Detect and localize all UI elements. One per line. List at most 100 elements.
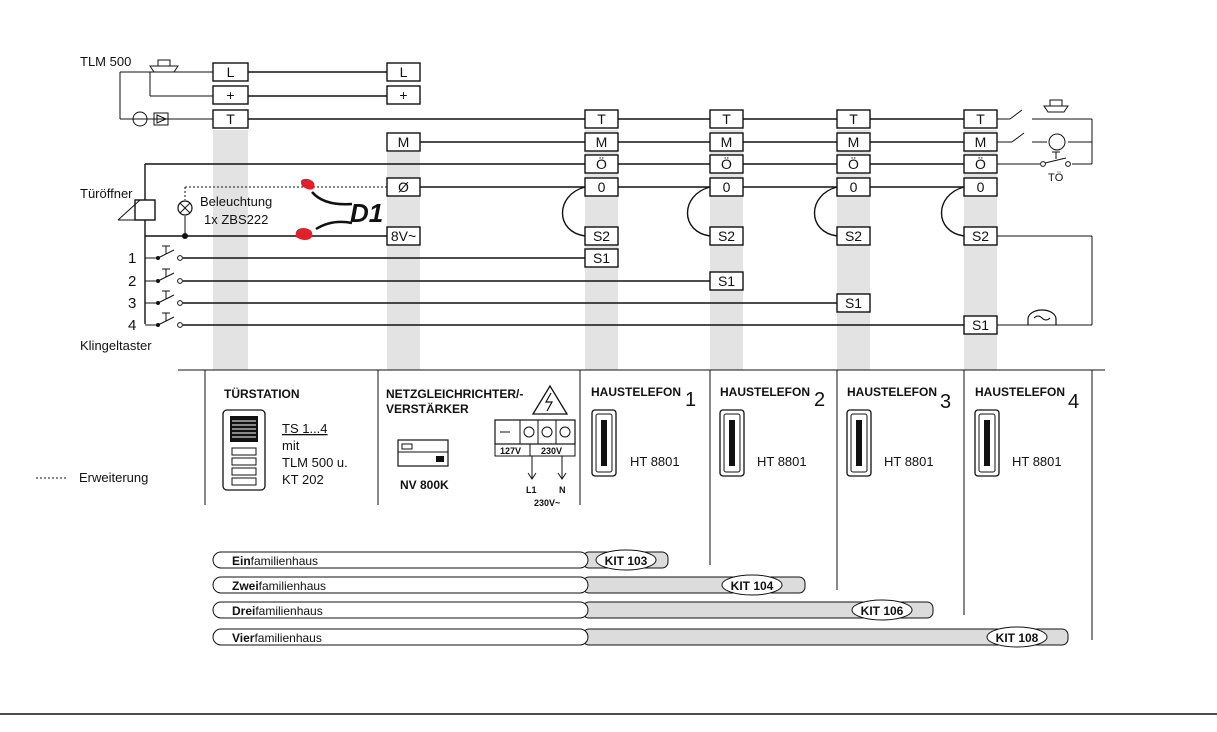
ht-number: 2	[814, 389, 825, 411]
ts-line4: KT 202	[282, 472, 324, 487]
ht-title: HAUSTELEFON	[720, 385, 810, 399]
kit-row-108: Vierfamilienhaus KIT 108	[212, 626, 1069, 648]
terminal-S2: S2	[845, 228, 862, 244]
button-number: 1	[128, 250, 136, 267]
haustelefon-4: HAUSTELEFON 4 HT 8801	[974, 385, 1079, 477]
kit-label: KIT 108	[996, 631, 1039, 645]
n-label: N	[559, 485, 566, 495]
tuerstation-terminals: L + T	[212, 62, 249, 129]
netz-terminals: L + M Ø 8V~	[386, 62, 421, 246]
handwritten-annotation: D1	[295, 178, 383, 240]
netz-panel: NETZGLEICHRICHTER/- VERSTÄRKER NV 800K 1…	[386, 384, 576, 508]
mains-label: 230V~	[534, 498, 560, 508]
tlm500-symbols	[132, 59, 179, 127]
kit-row-label: Vierfamilienhaus	[232, 631, 322, 645]
terminal-OE: Ö	[848, 155, 859, 172]
button-number: 3	[128, 295, 136, 312]
terminal-0: 0	[977, 179, 985, 195]
ht-number: 3	[940, 391, 951, 413]
terminal-0: 0	[850, 179, 858, 195]
haustelefon-1: HAUSTELEFON 1 HT 8801	[591, 385, 696, 477]
warning-icon	[531, 384, 569, 415]
terminal-S2: S2	[593, 228, 610, 244]
tueroeffner-symbol	[117, 199, 156, 221]
haustelefon-2-terminals: T M Ö 0 S2 S1	[709, 109, 744, 291]
v230-label: 230V	[541, 446, 562, 456]
v127-label: 127V	[500, 446, 521, 456]
kit-row-106: Dreifamilienhaus KIT 106	[212, 599, 934, 621]
kit-label: KIT 104	[731, 579, 774, 593]
terminal-OE: Ö	[721, 155, 732, 172]
tuerstation-title: TÜRSTATION	[224, 386, 300, 401]
terminal-S1: S1	[845, 295, 862, 311]
l1-label: L1	[526, 485, 537, 495]
ht-title: HAUSTELEFON	[975, 385, 1065, 399]
netz-title-2: VERSTÄRKER	[386, 401, 469, 416]
terminal-8v: 8V~	[391, 228, 416, 244]
kit-bars: Einfamilienhaus KIT 103 Zweifamilienhaus…	[212, 549, 1069, 648]
ts-line3: TLM 500 u.	[282, 455, 348, 470]
terminal-M: M	[721, 134, 733, 150]
ht-title: HAUSTELEFON	[591, 385, 681, 399]
terminal-T: T	[597, 111, 606, 127]
terminal-T: T	[976, 111, 985, 127]
terminal-S2: S2	[972, 228, 989, 244]
ht-model: HT 8801	[630, 454, 680, 469]
terminal-M: M	[596, 134, 608, 150]
bell-buttons	[145, 245, 183, 328]
haustelefon-2: HAUSTELEFON 2 HT 8801	[719, 385, 825, 477]
phone-icon	[974, 409, 1000, 477]
table-lines	[0, 369, 1217, 715]
terminals: L + T L + M Ø 8V~ T M Ö 0 S2 S1 T M Ö 0 …	[212, 62, 998, 335]
tlm500-label: TLM 500	[80, 54, 131, 69]
annotation-d1: D1	[350, 198, 383, 228]
kit-label: KIT 103	[605, 554, 648, 568]
terminal-T: T	[722, 111, 731, 127]
kit-label: KIT 106	[861, 604, 904, 618]
ht-number: 4	[1068, 391, 1079, 413]
ht-model: HT 8801	[757, 454, 807, 469]
tuerstation-panel: TÜRSTATION TS 1...4 mit TLM 500 u. KT 20…	[222, 386, 348, 491]
phone-icon	[591, 409, 617, 477]
button-number: 2	[128, 273, 136, 290]
kit-row-103: Einfamilienhaus KIT 103	[212, 549, 669, 571]
ht-model: HT 8801	[884, 454, 934, 469]
terminal-0: 0	[723, 179, 731, 195]
ht-number: 1	[685, 389, 696, 411]
terminal-OE: Ö	[596, 155, 607, 172]
terminal-null: Ø	[398, 179, 409, 195]
erweiterung-legend: Erweiterung	[79, 470, 148, 485]
kit-row-104: Zweifamilienhaus KIT 104	[212, 574, 806, 596]
beleuchtung-label: Beleuchtung	[200, 194, 272, 209]
klingeltaster-label: Klingeltaster	[80, 338, 152, 353]
right-symbols	[1009, 99, 1071, 326]
ht-model: HT 8801	[1012, 454, 1062, 469]
haustelefon-panels: HAUSTELEFON 1 HT 8801 HAUSTELEFON 2 HT 8…	[591, 385, 1079, 477]
button-number: 4	[128, 317, 136, 334]
netz-title-1: NETZGLEICHRICHTER/-	[386, 387, 523, 401]
kit-row-label: Zweifamilienhaus	[232, 579, 326, 593]
terminal-plus: +	[399, 87, 407, 103]
phone-icon	[719, 409, 745, 477]
kit-row-label: Einfamilienhaus	[232, 554, 318, 568]
terminal-L: L	[400, 64, 408, 80]
terminal-L: L	[227, 64, 235, 80]
terminal-S1: S1	[593, 250, 610, 266]
haustelefon-4-terminals: T M Ö 0 S2 S1	[963, 109, 998, 335]
terminal-M: M	[975, 134, 987, 150]
ht-title: HAUSTELEFON	[847, 385, 937, 399]
toe-label: TÖ	[1048, 172, 1064, 184]
wires	[119, 71, 1093, 326]
haustelefon-3-terminals: T M Ö 0 S2 S1	[836, 109, 871, 313]
haustelefon-1-terminals: T M Ö 0 S2 S1	[584, 109, 619, 268]
terminal-T: T	[849, 111, 858, 127]
terminal-M: M	[398, 134, 410, 150]
left-labels: TLM 500 Türöffner Beleuchtung 1x ZBS222 …	[36, 54, 1064, 485]
terminal-T: T	[226, 111, 235, 127]
terminal-S1: S1	[718, 273, 735, 289]
zbs-label: 1x ZBS222	[204, 212, 268, 227]
terminal-0: 0	[598, 179, 606, 195]
kit-row-label: Dreifamilienhaus	[232, 604, 323, 618]
terminal-plus: +	[226, 87, 234, 103]
